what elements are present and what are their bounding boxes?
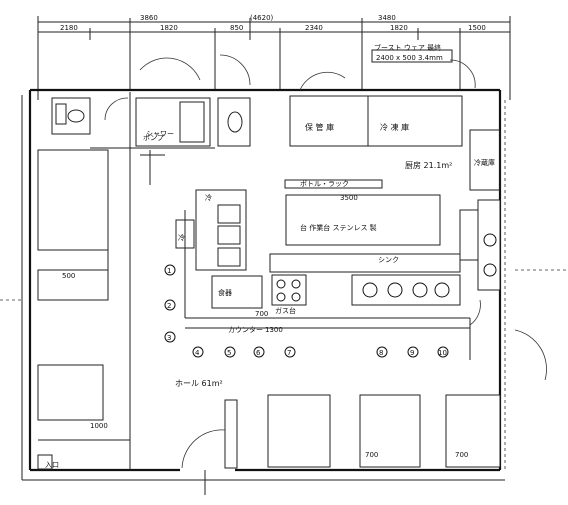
left-table-3 [37, 364, 104, 421]
svg-text:1: 1 [167, 267, 171, 275]
svg-text:3: 3 [167, 334, 171, 342]
door-swing-5 [299, 71, 346, 91]
dim-top-9: 1500 [468, 24, 486, 32]
outer-walls [0, 88, 568, 481]
left-tables: 500 入口 1000 [37, 148, 131, 470]
seat-marker: 10 [437, 346, 449, 358]
small-dim-a: 1300 [265, 326, 283, 334]
seat-marker: 7 [284, 346, 296, 358]
cold-mark-label: 冷 [205, 193, 212, 202]
svg-text:10: 10 [438, 349, 447, 357]
hall-label: ホール 61m² [175, 379, 223, 388]
bottom-left-label: 入口 [45, 461, 59, 469]
round-fixture-2 [483, 263, 497, 277]
dish-label: 食器 [218, 288, 232, 297]
fridge-area: 冷蔵庫 [469, 129, 501, 291]
round-fixture [483, 233, 497, 247]
pump-label: ポンプ [143, 134, 164, 142]
door-swing-4 [449, 59, 476, 89]
top-dimension-chain: 2180 3860 1820 850 (4620) 2340 3480 1820… [37, 14, 511, 100]
gas-range [271, 274, 307, 306]
top-right-note-1: ブースト ウェア 最終 [374, 43, 441, 52]
dim-top-6: 2340 [305, 24, 323, 32]
door-swing-3 [219, 54, 251, 86]
toilet-fixture-2 [227, 111, 243, 133]
fridge-label: 冷蔵庫 [474, 158, 495, 167]
bottom-right-dim: 700 [455, 451, 468, 459]
dim-top-2: 3860 [140, 14, 158, 22]
shower-label: シャワー [146, 130, 174, 138]
bottom-table-1 [267, 394, 331, 468]
bottom-left-dim: 1000 [90, 422, 108, 430]
svg-text:6: 6 [256, 349, 261, 357]
seat-marker: 5 [224, 346, 236, 358]
door-swing-1 [104, 97, 129, 121]
svg-text:4: 4 [195, 349, 200, 357]
island-label: 台 作業台 ステンレス 製 [300, 223, 377, 232]
dim-top-8: 1820 [390, 24, 408, 32]
small-cabinet-label: 冷 [178, 233, 185, 242]
kitchen-area: 厨房 21.1m² ボトル・ラック 3500 台 作業台 ステンレス 製 冷 冷… [175, 160, 481, 360]
seat-marker: 4 [192, 346, 204, 358]
bottle-rack-label: ボトル・ラック [300, 180, 349, 188]
door-swing-2 [139, 57, 201, 81]
counter-front-label: カウンター [228, 325, 263, 334]
seat-marker: 3 [164, 331, 176, 343]
bottom-tables: 700 700 [181, 329, 547, 495]
washroom-block: シャワー ポンプ [51, 54, 251, 185]
door-swing-7 [514, 329, 547, 381]
side-shelf [459, 209, 479, 261]
left-table-2 [37, 269, 109, 301]
counter-seats: 1 2 3 4 5 6 7 8 9 10 [164, 264, 449, 358]
seat-marker: 2 [164, 299, 176, 311]
left-table-1 [37, 149, 109, 251]
seat-marker: 9 [407, 346, 419, 358]
svg-text:7: 7 [287, 349, 291, 357]
seat-marker: 8 [376, 346, 388, 358]
storage-rooms: 保 管 庫 冷 凍 庫 ブースト ウェア 最終 2400 x 500 3.4mm [289, 43, 476, 147]
bottle-rack [284, 179, 383, 189]
bottom-table-dim: 700 [365, 451, 378, 459]
freezer-label: 冷 凍 庫 [380, 122, 409, 132]
sink-label: シンク [378, 256, 399, 264]
svg-text:9: 9 [410, 349, 414, 357]
gas-label: ガス台 [275, 306, 296, 315]
wash-basin [55, 103, 67, 125]
storage-label: 保 管 庫 [305, 122, 334, 132]
bottom-table-3 [445, 394, 501, 468]
kitchen-label: 厨房 21.1m² [405, 160, 452, 170]
dim-top-4: 850 [230, 24, 243, 32]
top-right-note-2: 2400 x 500 3.4mm [376, 54, 443, 62]
bottom-table-2 [359, 394, 421, 468]
seat-marker: 6 [253, 346, 265, 358]
toilet-fixture [67, 109, 85, 123]
dim-top-5: (4620) [250, 14, 274, 22]
island-work-table [285, 194, 441, 246]
bottom-post [224, 399, 238, 469]
dim-top-3: 1820 [160, 24, 178, 32]
dim-top-7: 3480 [378, 14, 396, 22]
left-table-dim: 500 [62, 272, 75, 280]
entrance-door-swing [181, 429, 226, 469]
shower-tray [179, 101, 205, 143]
seat-marker: 1 [164, 264, 176, 276]
small-dim-b: 700 [255, 310, 268, 318]
svg-text:5: 5 [227, 349, 231, 357]
long-table-dim: 3500 [340, 194, 358, 202]
dim-top-1: 2180 [60, 24, 78, 32]
door-swing-6 [469, 299, 481, 326]
svg-text:8: 8 [379, 349, 383, 357]
svg-text:2: 2 [167, 302, 171, 310]
